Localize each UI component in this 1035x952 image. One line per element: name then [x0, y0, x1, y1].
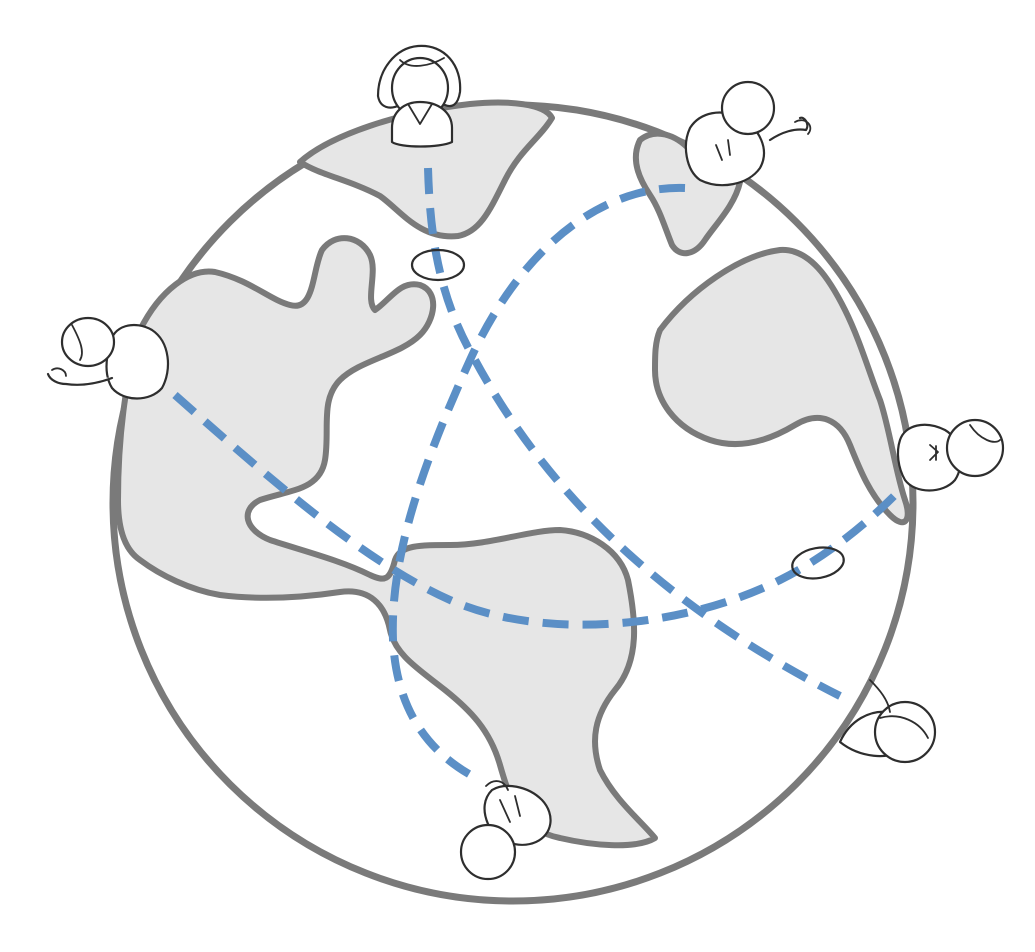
person-waving-left-icon	[46, 316, 169, 400]
person-waving-top-right-icon	[684, 80, 812, 187]
person-bottom-center-icon	[459, 780, 552, 881]
person-woman-top-icon	[376, 44, 462, 148]
person-bottom-right-icon	[838, 679, 937, 764]
connection-top-right-to-bottom-center	[388, 183, 686, 784]
ring-marker-east	[791, 546, 845, 580]
person-right-icon	[896, 418, 1005, 492]
ring-markers	[410, 248, 845, 580]
landmass-north-america	[115, 235, 658, 849]
connection-waving-left-to-right	[172, 392, 898, 629]
ring-marker-north	[410, 248, 466, 282]
landmass-east	[652, 246, 911, 526]
